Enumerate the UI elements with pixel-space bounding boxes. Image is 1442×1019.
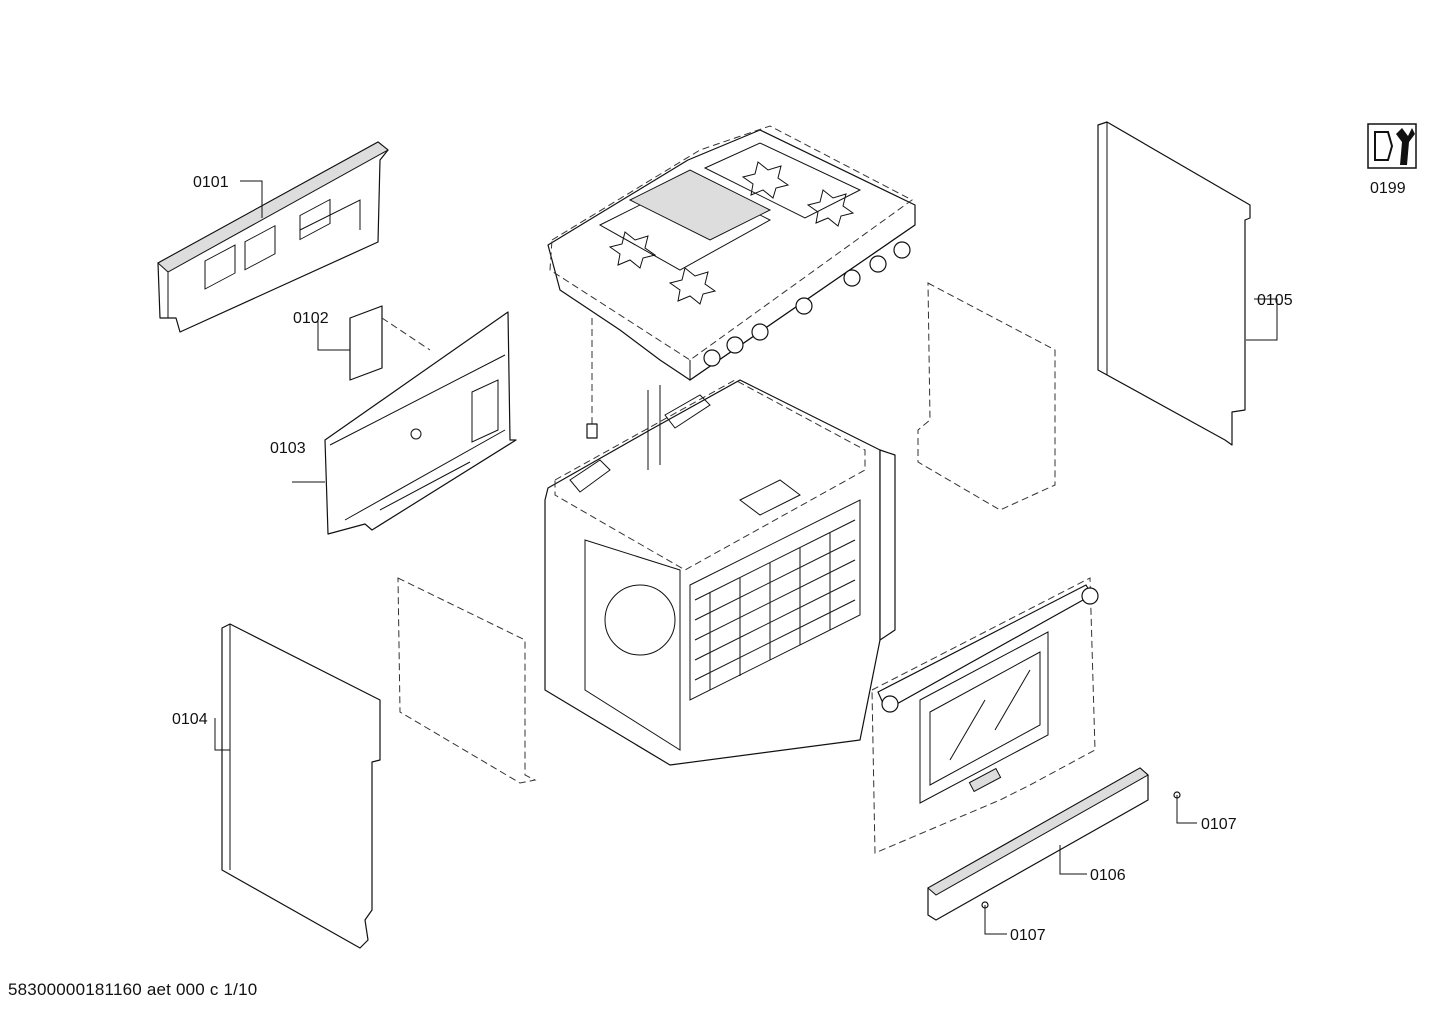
document-footer-code: 58300000181160 aet 000 c 1/10 (8, 980, 258, 999)
label-0102: 0102 (293, 310, 329, 327)
label-0107-lower: 0107 (1010, 927, 1046, 944)
part-0105-right-side-panel (1097, 121, 1251, 446)
part-0103-rear-panel (324, 311, 517, 535)
part-0104-left-side-panel (221, 623, 381, 949)
label-0101: 0101 (193, 174, 229, 191)
leader-lines (214, 180, 1278, 935)
label-0103: 0103 (270, 440, 306, 457)
label-0107-upper: 0107 (1201, 816, 1237, 833)
label-0105: 0105 (1257, 292, 1293, 309)
part-oven-cavity-body (544, 379, 896, 766)
label-0106: 0106 (1090, 867, 1126, 884)
gas-supply-pipe (586, 318, 598, 439)
part-0101-back-vent-panel (157, 141, 389, 333)
part-0102-small-plate (349, 305, 383, 381)
part-cooktop (547, 125, 916, 381)
assembly-line (381, 317, 431, 351)
part-0106-kick-plate (927, 767, 1149, 921)
left-insulation-panel (397, 577, 537, 784)
right-insulation-panel (917, 282, 1056, 511)
label-0199: 0199 (1370, 180, 1406, 197)
label-0104: 0104 (172, 711, 208, 728)
part-oven-door (871, 577, 1099, 854)
service-wrench-icon (1367, 123, 1417, 169)
